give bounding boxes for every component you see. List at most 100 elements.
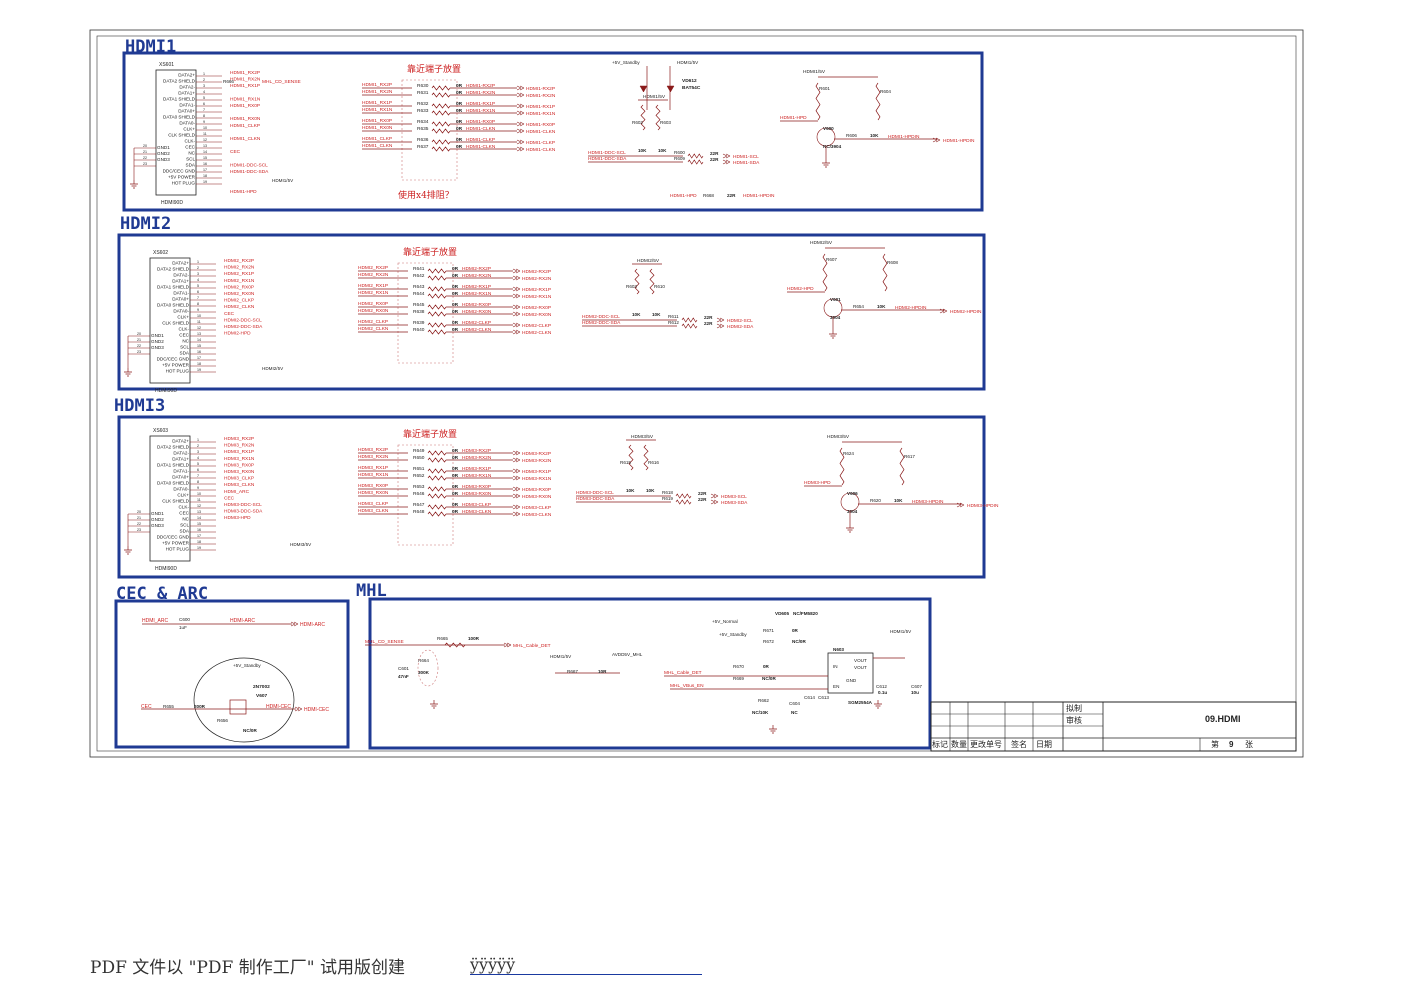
hdmi2-series-value: 0R (452, 284, 459, 290)
hdmi2-series-ref: R639 (413, 320, 425, 326)
hdmi1-ddc-series-resistor (687, 153, 704, 159)
cec-out-net: HDMI-CEC (266, 704, 291, 710)
hdmi1-pin-name: DDC/CEC GND (163, 169, 196, 174)
hdmi1-series-out-net: HDMI1-CLKP (466, 137, 495, 143)
hdmi2-gnd-pin-number: 20 (137, 332, 141, 336)
hdmi3-pin-number: 2 (197, 444, 199, 448)
hdmi2-series-port-arrow (512, 304, 521, 310)
hdmi2-pin-name: CLK+ (177, 315, 189, 320)
hdmi3-pin-number: 8 (197, 480, 199, 484)
hdmi3-pin-number: 4 (197, 456, 199, 460)
hdmi3-pin-number: 9 (197, 486, 199, 490)
hdmi2-ddc-ref: R610 (654, 284, 665, 289)
hdmi3-gnd-label: GND1 (151, 511, 164, 516)
mhl-r664-ref: R664 (418, 658, 429, 663)
hdmi1-diode-symbol (639, 85, 675, 93)
hdmi3-series-in-net: HDMI3_RX2P (358, 447, 388, 453)
hdmi3-series-resistor (427, 493, 447, 499)
hdmi3-ddc-pullup-sda (643, 444, 649, 471)
hdmi1-hpd-series-value: 22R (727, 193, 736, 198)
hdmi3-connector-part: HDMI90D (155, 566, 177, 572)
hdmi3-pin-number: 1 (197, 438, 199, 442)
hdmi1-series-port-arrow (516, 139, 525, 145)
hdmi2-ddc-series-resistor (681, 317, 698, 323)
hdmi1-series-port-net: HDMI1-RX1P (526, 104, 555, 110)
hdmi3-pin-net: HDMI3_RX0N (224, 469, 255, 475)
hdmi1-pin-number: 13 (203, 144, 207, 148)
mhl-r672-value: NC/0R (792, 639, 806, 644)
hdmi3-pin-number: 5 (197, 462, 199, 466)
mhl-r665 (444, 642, 466, 648)
hdmi3-series-in-net: HDMI3_RX0N (358, 490, 389, 496)
sheet-prefix: 第 (1211, 739, 1219, 749)
hdmi1-series-value: 0R (456, 101, 463, 107)
hdmi3-pin-number: 11 (197, 498, 201, 502)
hdmi2-near-note: 靠近端子放置 (403, 246, 457, 258)
hdmi2-ddc-pullup-scl (634, 268, 640, 295)
mhl-ic-pin-in: IN (833, 664, 838, 669)
hdmi3-gnd-pin-number: 23 (137, 528, 141, 532)
hdmi1-series-in-net: HDMI1_RX1N (362, 107, 393, 113)
hdmi3-pin-name: DATA0 SHIELD (157, 481, 190, 486)
hdmi3-connector-power-net: HDMI3/5V (290, 542, 312, 547)
hdmi1-series-port-arrow (516, 128, 525, 134)
hdmi3-series-ref: R647 (413, 502, 425, 508)
hdmi2-series-in-net: HDMI2_RX1P (358, 283, 388, 289)
hdmi3-pin-number: 14 (197, 516, 201, 520)
hdmi3-pin-name: CLK SHIELD (162, 499, 189, 504)
hdmi3-series-out-net: HDMI3-RX2P (462, 448, 491, 454)
hdmi3-hpd-series-ref: R620 (870, 498, 881, 503)
hdmi1-series-in-net: HDMI1_RX1P (362, 100, 392, 106)
hdmi2-pin-number: 19 (197, 368, 201, 372)
hdmi1-ddc-port-net: HDMI1-SCL (733, 154, 759, 160)
hdmi2-pin-number: 3 (197, 272, 199, 276)
hdmi1-ddc-series-ref: R609 (674, 156, 685, 161)
hdmi1-series-port-arrow (516, 146, 525, 152)
hdmi2-ddc-pullup-sda (649, 268, 655, 295)
hdmi3-series-port-arrow (512, 511, 521, 517)
hdmi3-pin-net: HDMI3-HPD (224, 515, 251, 521)
hdmi3-series-value: 0R (452, 455, 459, 461)
hdmi3-series-value: 0R (452, 491, 459, 497)
hdmi2-series-out-net: HDMI2-CLKN (462, 327, 492, 333)
hdmi3-pin-number: 16 (197, 528, 201, 532)
hdmi1-diode-ref: VD612 (682, 78, 697, 84)
cec-nc-res-ref: R656 (217, 718, 228, 723)
hdmi1-series-resistor (431, 121, 451, 127)
title-checked-label: 审核 (1066, 715, 1082, 725)
hdmi2-pin-name: DATA1+ (172, 279, 189, 284)
mhl-cable-det-in-net: MHL_Cable_DET (664, 670, 702, 676)
mhl-r670-value: 0R (763, 664, 770, 669)
hdmi3-series-in-net: HDMI3_RX1N (358, 472, 389, 478)
hdmi1-diode-part: BAT54C (682, 85, 701, 91)
hdmi3-pin-name: DATA1+ (172, 457, 189, 462)
hdmi3-ddc-pullup-scl (628, 444, 634, 471)
hdmi3-pin-name: DATA2 SHIELD (157, 445, 190, 450)
hdmi3-pin-name: SCL (180, 523, 189, 528)
hdmi2-pin-number: 14 (197, 338, 201, 342)
hdmi2-series-port-arrow (512, 286, 521, 292)
mhl-block (368, 597, 932, 750)
mhl-r671-ref: R671 (763, 628, 774, 633)
hdmi1-series-ref: R635 (417, 126, 429, 132)
hdmi1-connector-ref: XS601 (159, 62, 174, 68)
hdmi3-pin-name: CLK+ (177, 493, 189, 498)
hdmi1-pin-name: DATA1+ (178, 91, 195, 96)
pdf-creator-link[interactable]: ÿÿÿÿÿ (470, 955, 702, 975)
hdmi1-series-in-net: HDMI1_RX0N (362, 125, 393, 131)
hdmi2-pin-number: 7 (197, 296, 199, 300)
hdmi2-pin-name: DATA2- (173, 273, 189, 278)
hdmi1-pin-name: DATA1- (179, 103, 195, 108)
hdmi1-series-resistor (431, 110, 451, 116)
hdmi1-diode-power-net: HDMI1/5V (677, 60, 699, 65)
hdmi2-pin-name: SCL (180, 345, 189, 350)
hdmi1-pin-number: 10 (203, 126, 207, 130)
hdmi2-pin-net: HDMI2-DDC-SCL (224, 317, 262, 323)
hdmi1-gnd-label: GND3 (157, 157, 170, 162)
cec-level-shift-highlight (193, 657, 295, 743)
hdmi2-series-ref: R643 (413, 284, 425, 290)
hdmi2-series-port-net: HDMI2-RX0N (522, 312, 552, 318)
hdmi3-series-port-net: HDMI3-RX2P (522, 451, 551, 457)
hdmi1-series-port-net: HDMI1-CLKN (526, 129, 556, 135)
hdmi1-gnd-pin-number: 23 (143, 162, 147, 166)
